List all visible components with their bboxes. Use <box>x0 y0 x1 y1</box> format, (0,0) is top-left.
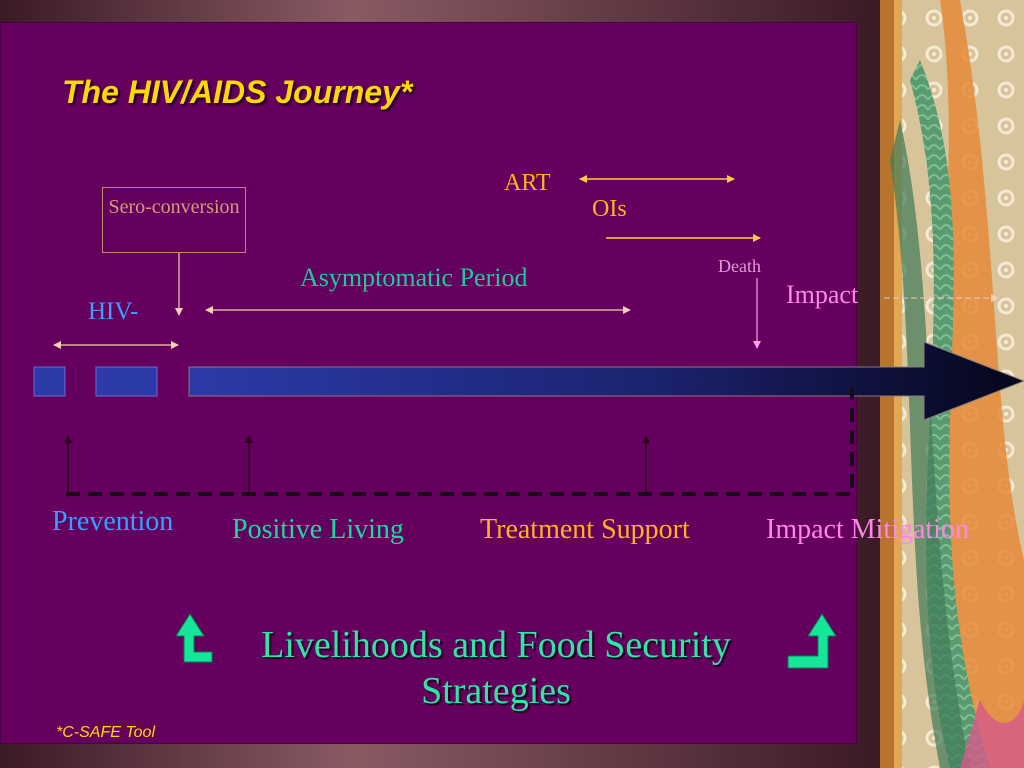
slide-title: The HIV/AIDS Journey* <box>62 74 413 110</box>
seroconversion-label: Sero-conversion <box>108 196 240 218</box>
curved-arrow-up-right-icon <box>787 613 837 669</box>
footnote: *C-SAFE Tool <box>56 724 155 741</box>
death-label: Death <box>718 256 761 276</box>
art-label: ART <box>504 170 551 196</box>
curved-arrow-up-left-icon <box>175 613 213 663</box>
hiv-negative-label: HIV- <box>88 298 139 325</box>
timeline-block-2 <box>95 366 158 397</box>
treatment-support-label: Treatment Support <box>480 514 690 545</box>
prevention-label: Prevention <box>52 506 174 537</box>
asymptomatic-period-label: Asymptomatic Period <box>300 263 528 292</box>
livelihoods-label: Livelihoods and Food Security Strategies <box>261 624 731 712</box>
positive-living-label: Positive Living <box>232 514 404 545</box>
dashed-baseline <box>66 378 854 496</box>
timeline-block-1 <box>33 366 66 397</box>
timeline-main-arrow <box>188 341 1024 421</box>
seroconversion-box <box>102 187 246 253</box>
impact-label: Impact <box>786 280 859 309</box>
ois-label: OIs <box>592 196 627 222</box>
impact-mitigation-label: Impact Mitigation <box>766 514 969 545</box>
